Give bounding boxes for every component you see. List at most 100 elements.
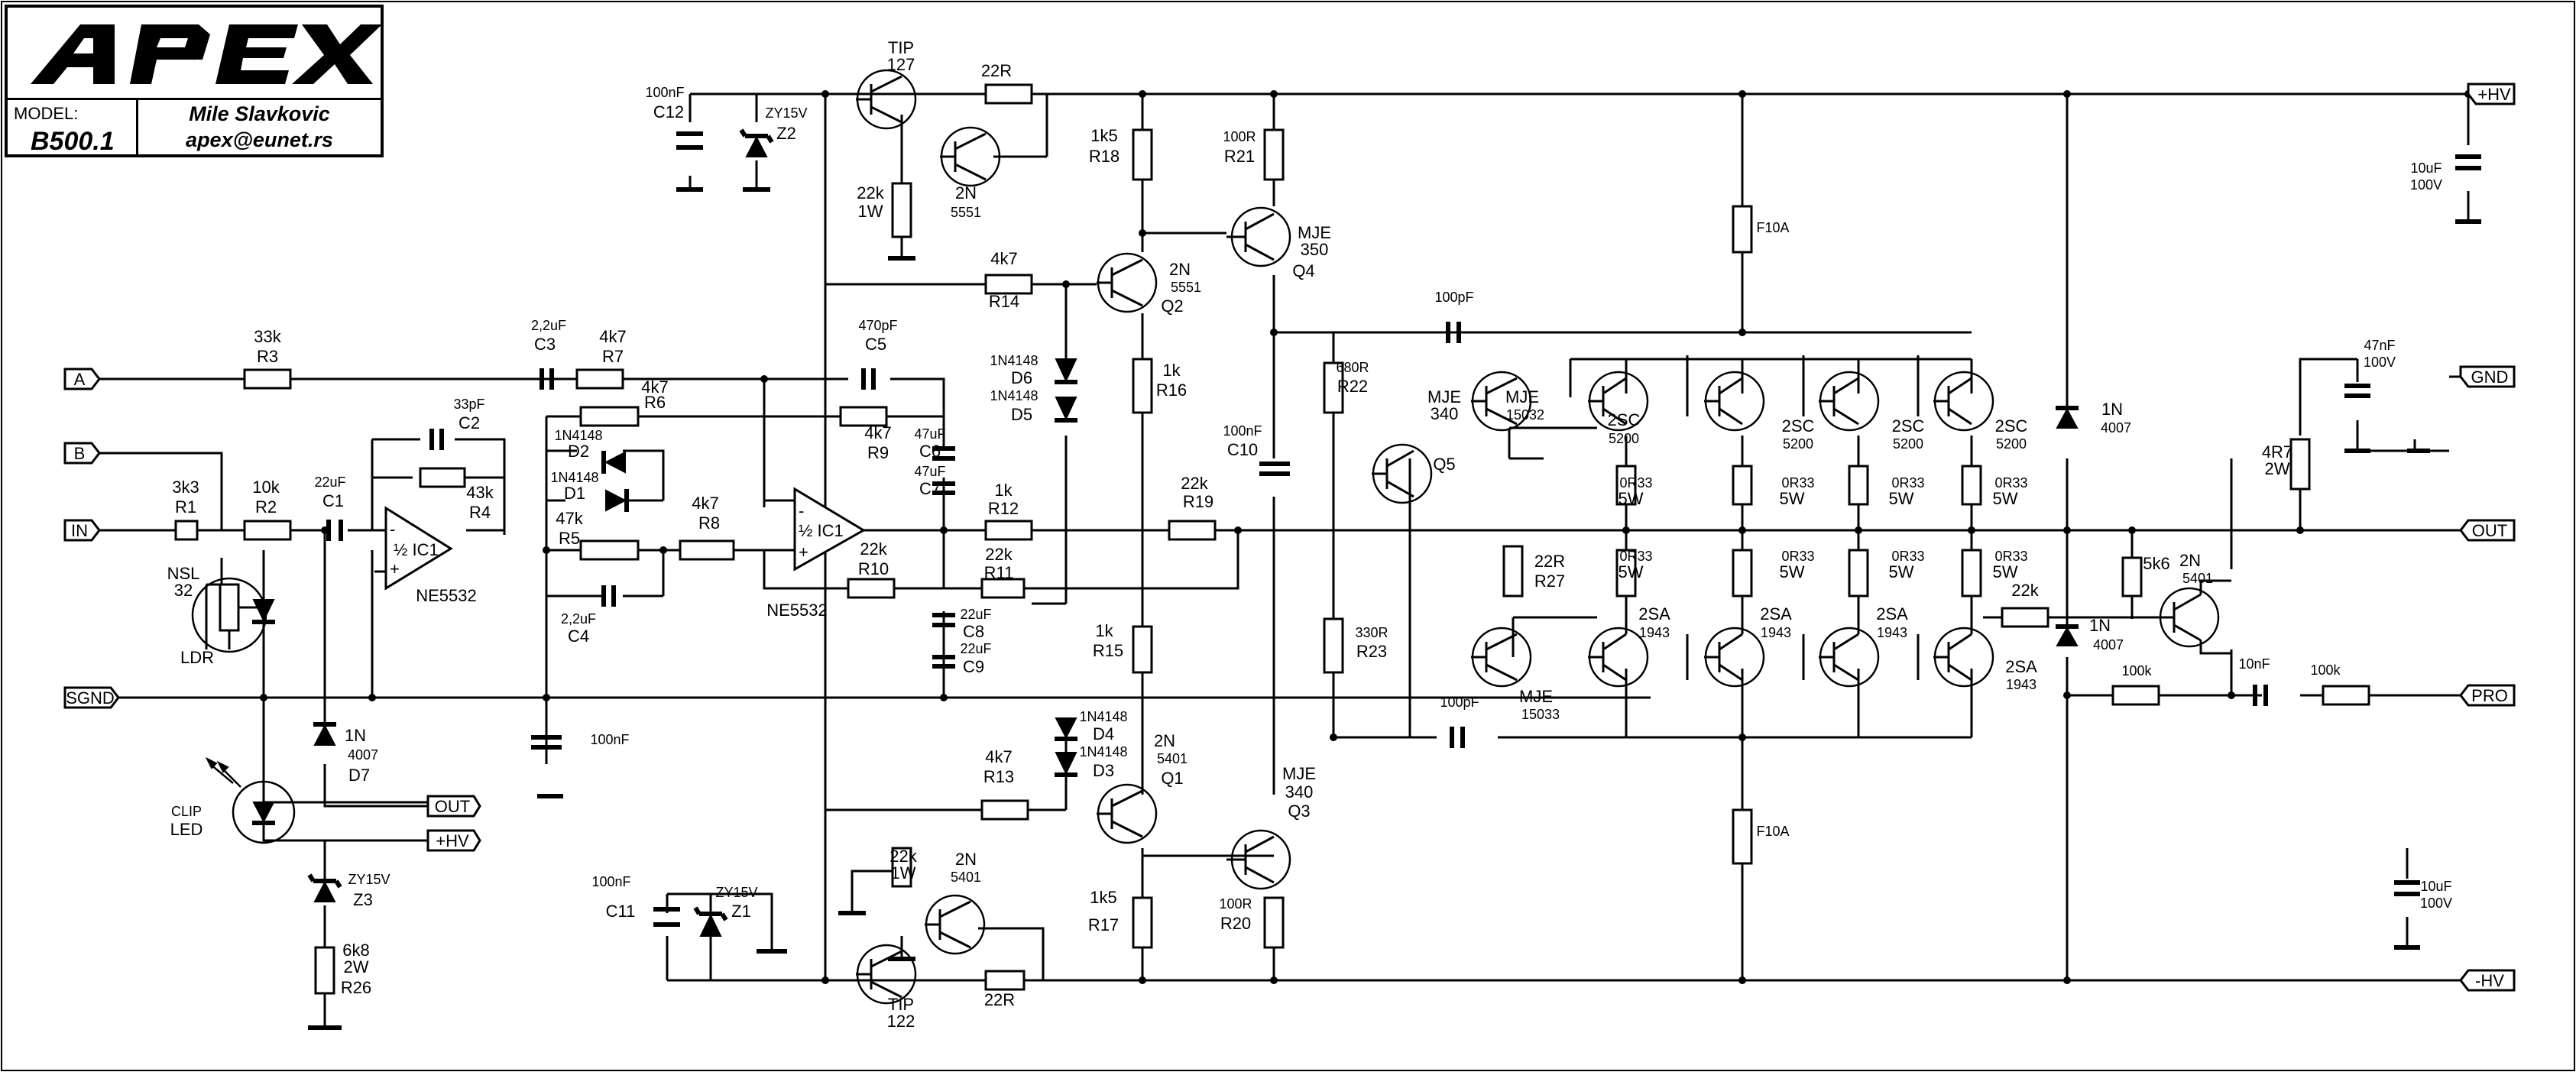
resistors [174, 83, 2370, 995]
capacitor-100nf-in [531, 735, 562, 750]
resistor-r14 [984, 274, 1033, 295]
diode-d4 [1055, 717, 1077, 740]
diode-d6 [1055, 358, 1077, 383]
component-label: 33pF [453, 397, 484, 412]
resistor-r4 [419, 467, 466, 488]
port-clip-hv: +HV [426, 829, 481, 852]
opamp-ic1b [793, 487, 866, 572]
component-label: 1943 [2006, 677, 2036, 692]
component-label: 47uF [914, 464, 945, 479]
component-label: NSL [167, 564, 200, 583]
resistor-22r-top [984, 83, 1033, 105]
ldr-and-led [191, 577, 296, 844]
resistor-0r33-6 [1732, 549, 1753, 598]
component-label: 1N4148 [1079, 744, 1127, 759]
capacitor-c4 [601, 585, 616, 607]
port-clip-out: OUT [426, 795, 481, 818]
component-label: 5551 [1171, 280, 1201, 295]
component-label: R23 [1356, 642, 1387, 661]
component-label: 0R33 [1994, 475, 2027, 491]
component-label: 1k5 [1090, 888, 1116, 907]
resistor-r2 [243, 520, 292, 541]
component-label: R2 [255, 497, 277, 517]
capacitor-10uf-bottom [2394, 880, 2420, 896]
component-label: 1943 [1761, 625, 1791, 640]
component-label: 0R33 [1619, 475, 1652, 491]
capacitor-c5 [861, 368, 876, 390]
component-label: 5W [1889, 562, 1914, 581]
apex-logo: APEX [8, 8, 382, 100]
component-label: C7 [919, 479, 941, 498]
resistor-0r33-8 [1961, 549, 1982, 598]
component-label: 0R33 [1891, 549, 1924, 564]
component-label: D1 [564, 484, 585, 503]
diode-d3 [1055, 752, 1077, 776]
resistor-0r33-2 [1732, 465, 1753, 506]
component-label: 100pF [1440, 695, 1479, 710]
component-label: 0R33 [1619, 549, 1652, 564]
component-label: D4 [1093, 724, 1114, 743]
component-label: 100V [2410, 177, 2442, 193]
component-label: 1N4148 [1079, 709, 1127, 724]
transistor-q1 [1097, 783, 1158, 844]
component-label: 5W [1619, 562, 1644, 581]
resistor-0r33-4 [1961, 465, 1982, 506]
resistor-r19 [1168, 520, 1217, 541]
svg-text:+HV: +HV [436, 831, 469, 850]
port-a: A [63, 368, 101, 390]
component-label: Q5 [1433, 455, 1455, 474]
component-label: D6 [1011, 368, 1032, 387]
component-label: 2W [2265, 459, 2290, 478]
author-name: Mile Slavkovic [189, 102, 330, 125]
component-label: 470pF [858, 318, 897, 333]
component-label: 5k6 [2143, 554, 2169, 573]
component-label: 22uF [960, 607, 991, 622]
component-label: R9 [867, 443, 889, 462]
component-label: 1N [2089, 616, 2111, 635]
component-label: 1943 [1639, 625, 1670, 640]
component-label: R27 [1534, 572, 1565, 591]
component-label: R3 [257, 347, 278, 366]
capacitor-c9 [932, 655, 955, 669]
component-label: 680R [1336, 360, 1369, 375]
component-label: 47uF [914, 426, 945, 442]
component-label: 22uF [960, 641, 991, 656]
resistor-0r33-3 [1848, 465, 1869, 506]
component-label: 1N4148 [990, 388, 1038, 403]
diode-1n4007-bottom [2056, 626, 2079, 646]
svg-text:-: - [390, 520, 395, 539]
resistor-r18 [1132, 128, 1153, 181]
component-label: 22R [984, 990, 1015, 1009]
transistor-mje15033 [1471, 627, 1532, 688]
resistor-r5 [579, 539, 640, 561]
resistor-4r7 [2289, 438, 2311, 491]
component-label: 5W [1619, 489, 1644, 508]
resistor-r10 [847, 578, 896, 599]
component-label: 4k7 [641, 377, 668, 397]
component-label: CLIP [171, 804, 202, 819]
fuse-f10a-bottom [1732, 808, 1753, 865]
transistor-tip127 [856, 69, 917, 130]
resistor-100k-1 [2111, 685, 2160, 706]
component-label: 100R [1219, 896, 1252, 912]
resistor-0r33-1 [1615, 465, 1637, 506]
component-label: 5W [1993, 562, 2018, 581]
component-label: R4 [469, 503, 491, 522]
transistor-2n5401-reg [925, 894, 986, 955]
component-label: 2,2uF [561, 611, 596, 627]
component-label: 340 [1431, 404, 1459, 423]
component-label: R22 [1337, 377, 1368, 396]
component-label: 22R [981, 61, 1012, 80]
component-label: 2SA [1638, 604, 1670, 623]
author-email: apex@eunet.rs [186, 128, 333, 151]
component-label: ZY15V [348, 872, 390, 887]
component-label: 1N [345, 726, 366, 745]
component-label: 2SA [2005, 657, 2037, 676]
component-label: 5W [1780, 562, 1805, 581]
svg-text:+: + [799, 542, 808, 562]
port-out: OUT [2459, 519, 2516, 542]
svg-text:PRO: PRO [2471, 686, 2508, 705]
capacitors [326, 131, 2481, 927]
component-label: C3 [534, 335, 556, 354]
